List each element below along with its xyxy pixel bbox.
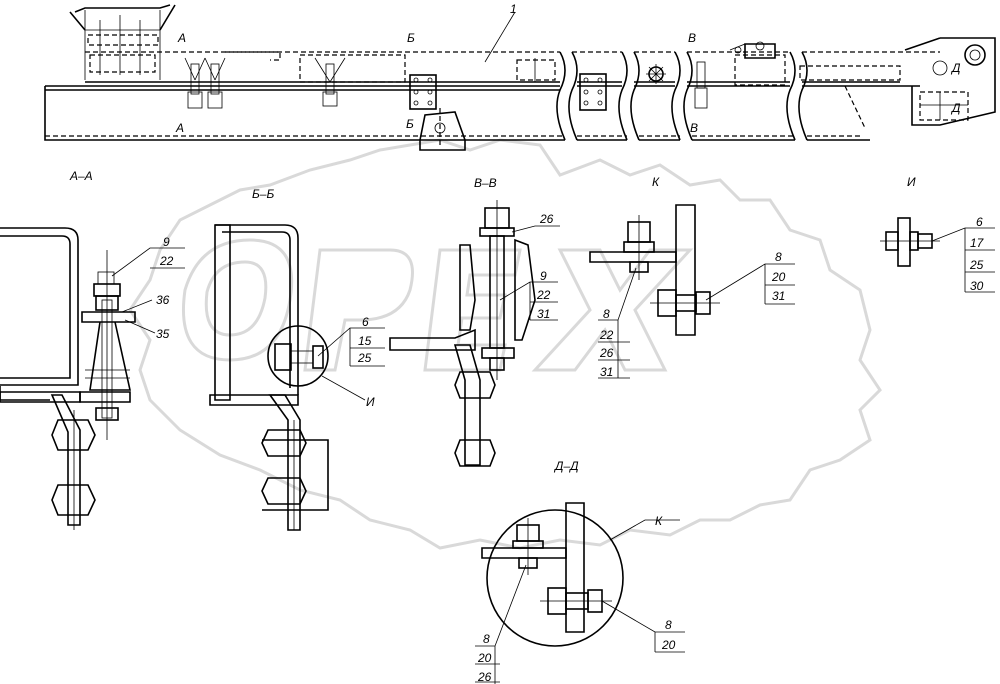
- section-b-b: [209, 224, 329, 531]
- frame-elevation-view: [44, 4, 996, 151]
- section-v-v: [389, 200, 536, 467]
- section-label-bb: Б–Б: [252, 187, 274, 201]
- detail-k: [589, 204, 720, 336]
- callout-bb-25: 25: [357, 351, 372, 365]
- callout-dd: [475, 519, 685, 684]
- section-label-vv: В–В: [474, 176, 497, 190]
- callout-aa-22: 22: [159, 254, 174, 268]
- watermark-logo: [128, 138, 882, 550]
- cut-marker-b-top: Б: [407, 31, 415, 45]
- section-d-d: [481, 502, 624, 647]
- callout-vv: [499, 225, 560, 321]
- callout-i-17: 17: [970, 236, 985, 250]
- cut-marker-d-bottom: Д: [950, 101, 961, 115]
- callout-k-26: 26: [599, 346, 614, 360]
- callout-k-8: 8: [603, 307, 610, 321]
- callout-k-8b: 8: [775, 250, 782, 264]
- callout-aa-36: 36: [156, 293, 170, 307]
- section-label-i: И: [907, 175, 916, 189]
- callout-dd-26: 26: [477, 670, 492, 684]
- callout-dd-8b: 8: [665, 618, 672, 632]
- callout-aa: [111, 247, 185, 334]
- bolt-assembly-center: [314, 57, 346, 107]
- callout-k-31: 31: [600, 365, 613, 379]
- callout-bb: [317, 327, 385, 401]
- section-label-dd: Д–Д: [553, 459, 579, 473]
- section-a-a: [0, 227, 136, 530]
- callout-aa-9: 9: [163, 235, 170, 249]
- cut-marker-d-top: Д: [950, 61, 961, 75]
- callout-i-25: 25: [969, 258, 984, 272]
- part-number-label: 1: [510, 2, 517, 16]
- callout-vv-22: 22: [536, 288, 551, 302]
- section-label-aa: А–А: [69, 169, 93, 183]
- callout-bb-15: 15: [358, 334, 372, 348]
- callout-aa-35: 35: [156, 327, 170, 341]
- callout-i-30: 30: [970, 279, 984, 293]
- callout-dd-8: 8: [483, 632, 490, 646]
- callout-i-6: 6: [976, 215, 983, 229]
- callout-k-20b: 20: [771, 270, 786, 284]
- bolt-assembly-a: [178, 57, 235, 109]
- section-label-k: К: [652, 175, 660, 189]
- cut-marker-a-top: А: [177, 31, 186, 45]
- cut-marker-a-bottom: А: [175, 121, 184, 135]
- callout-k: [598, 263, 795, 379]
- callout-bb-i: И: [366, 395, 375, 409]
- callout-bb-6: 6: [362, 315, 369, 329]
- callout-dd-k: К: [655, 514, 663, 528]
- cut-marker-v-bottom: В: [690, 121, 698, 135]
- callout-vv-31: 31: [537, 307, 550, 321]
- cut-marker-b-bottom: Б: [406, 117, 414, 131]
- detail-i: [880, 217, 995, 293]
- cut-marker-v-top: В: [688, 31, 696, 45]
- callout-dd-20b: 20: [661, 638, 676, 652]
- callout-vv-26: 26: [539, 212, 554, 226]
- callout-dd-20: 20: [477, 651, 492, 665]
- callout-k-31b: 31: [772, 289, 785, 303]
- callout-vv-9: 9: [540, 269, 547, 283]
- callout-k-22: 22: [599, 328, 614, 342]
